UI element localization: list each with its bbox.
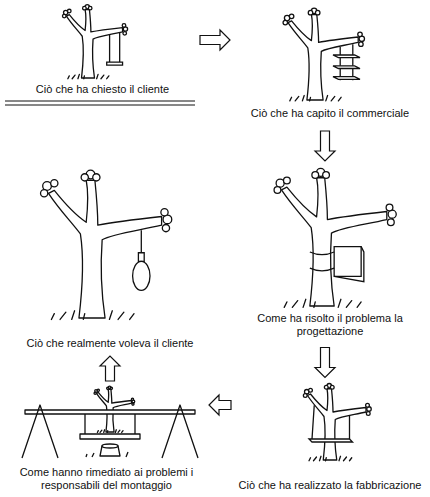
panel: Ciò che ha chiesto il cliente	[10, 0, 195, 98]
panel-caption: Come hanno rimediato ai problemi i respo…	[10, 466, 203, 492]
seat	[333, 77, 360, 80]
rope	[312, 405, 350, 439]
panel: Ciò che ha capito il commerciale	[235, 0, 425, 122]
propped-swing	[22, 386, 198, 458]
tiered-swing-tree	[283, 8, 364, 101]
rope	[85, 414, 135, 434]
seat	[333, 55, 360, 58]
tree-crown	[94, 386, 135, 432]
panel: Come ha risolto il problema la progettaz…	[235, 170, 425, 340]
block-arrow	[100, 356, 120, 381]
panel: Ciò che ha realizzato la fabbricazione	[235, 385, 425, 494]
noose-tree	[41, 170, 172, 319]
double-rule	[5, 101, 195, 105]
block-arrow	[315, 348, 335, 378]
through-trunk-tree	[303, 384, 371, 461]
tree	[62, 5, 127, 79]
panel-caption: Ciò che realmente voleva il cliente	[27, 337, 194, 350]
rope	[340, 44, 353, 80]
board-edge	[334, 247, 364, 282]
panel: Come hanno rimediato ai problemi i respo…	[8, 385, 205, 494]
panel-caption: Ciò che ha chiesto il cliente	[36, 83, 169, 96]
block-arrow	[200, 30, 230, 50]
panel-caption: Ciò che ha realizzato la fabbricazione	[239, 479, 422, 492]
tree	[303, 384, 371, 461]
strap	[310, 252, 334, 271]
panel: Ciò che realmente voleva il cliente	[20, 160, 200, 352]
seat	[80, 434, 140, 439]
tree	[283, 8, 364, 101]
knot	[138, 253, 144, 262]
grass	[86, 452, 128, 457]
noose	[133, 261, 150, 290]
tree	[41, 170, 172, 319]
a-frame	[22, 405, 198, 458]
beam	[25, 410, 195, 414]
swing-tree	[62, 5, 127, 79]
seat	[107, 62, 123, 65]
block-arrow	[315, 131, 335, 161]
board	[334, 247, 361, 277]
tree	[274, 168, 396, 307]
panel-caption: Come ha risolto il problema la progettaz…	[237, 312, 423, 338]
rope	[110, 33, 120, 63]
block-arrow	[209, 395, 231, 415]
strapped-board-tree	[274, 168, 396, 307]
panel-caption: Ciò che ha capito il commerciale	[251, 107, 409, 120]
stump-top	[102, 444, 118, 448]
seat	[309, 439, 353, 442]
seat	[333, 66, 360, 69]
